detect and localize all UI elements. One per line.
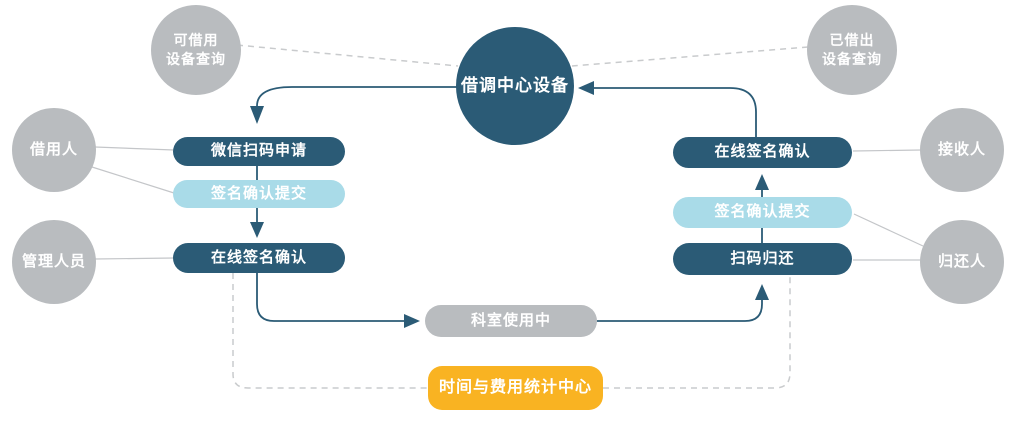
query-available-line2: 设备查询 [166,51,226,67]
arrow-online-right-to-center [594,87,757,137]
arrowhead-up-return [755,284,769,300]
step-sign-submit-left-label: 签名确认提交 [210,184,307,202]
link-sign-submit-to-returner [853,213,924,247]
step-scan-return-label: 扫码归还 [730,249,795,267]
arrowhead-right-inuse [404,314,420,328]
arrowhead-down-wechat [250,106,264,124]
actor-admin-label: 管理人员 [21,252,86,270]
dashed-link-available-to-center [236,44,459,67]
dashed-link-lent-to-center [571,46,809,67]
query-available-circle: 可借用 设备查询 [151,5,241,95]
step-online-sign-right-label: 在线签名确认 [714,143,811,161]
step-in-use-label: 科室使用中 [470,311,551,329]
arrow-online-left-to-inuse [256,273,404,322]
arrowhead-up-online-right [755,174,769,190]
stats-center-pill: 时间与费用统计中心 [428,366,603,410]
arrowhead-left-center [578,81,594,95]
query-lent-circle: 已借出 设备查询 [807,5,897,95]
link-borrower-to-sign-submit [91,166,175,194]
link-borrower-to-wechat [94,146,175,151]
actor-receiver-circle: 接收人 [920,108,1004,192]
step-wechat-apply-pill: 微信扫码申请 [173,137,345,166]
step-scan-return-pill: 扫码归还 [673,243,852,275]
dashed-link-online-left-to-stats [232,273,428,389]
link-online-sign-to-receiver [852,149,922,152]
actor-borrower-circle: 借用人 [12,108,96,192]
step-in-use-pill: 科室使用中 [425,305,597,337]
step-online-sign-left-label: 在线签名确认 [210,248,307,266]
actor-returner-circle: 归还人 [920,220,1004,304]
step-online-sign-right-pill: 在线签名确认 [673,137,852,168]
arrow-center-to-wechat [256,86,458,107]
actor-receiver-label: 接收人 [937,140,986,158]
query-lent-line2: 设备查询 [822,51,882,67]
step-wechat-apply-label: 微信扫码申请 [210,142,307,160]
center-node-label: 借调中心设备 [461,75,569,95]
link-admin-to-online-sign [94,257,175,260]
arrow-inuse-to-return [597,300,763,322]
query-available-line1: 可借用 [173,32,219,49]
actor-borrower-label: 借用人 [29,140,78,158]
step-sign-submit-right-label: 签名确认提交 [714,203,811,221]
arrowhead-down-online-left [250,222,264,238]
step-sign-submit-right-pill: 签名确认提交 [673,197,852,228]
actor-admin-circle: 管理人员 [12,220,96,304]
step-sign-submit-left-pill: 签名确认提交 [173,180,345,208]
stats-center-label: 时间与费用统计中心 [438,379,592,397]
actor-returner-label: 归还人 [937,252,986,270]
query-lent-line1: 已借出 [829,32,875,49]
center-node-circle: 借调中心设备 [456,27,574,145]
step-online-sign-left-pill: 在线签名确认 [173,243,345,273]
